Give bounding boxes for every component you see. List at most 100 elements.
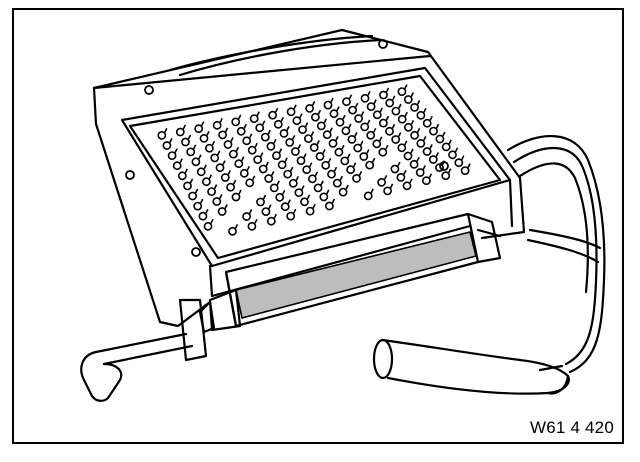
test-socket-lug <box>447 168 452 174</box>
test-socket <box>322 130 332 140</box>
test-socket-lug <box>310 131 315 136</box>
test-socket-lug <box>292 208 297 214</box>
test-socket-lug <box>187 134 192 140</box>
test-socket-lug <box>194 188 199 194</box>
test-socket-lug <box>241 156 245 162</box>
test-socket <box>327 169 336 179</box>
test-socket <box>296 156 306 165</box>
test-socket <box>242 136 252 146</box>
multi-pin-connector <box>198 212 502 334</box>
test-socket <box>307 174 317 184</box>
test-socket-lug <box>352 162 357 168</box>
test-socket <box>348 105 357 115</box>
test-socket <box>354 114 363 123</box>
test-socket <box>177 171 187 181</box>
test-socket-lug <box>335 136 339 141</box>
test-socket <box>460 166 470 175</box>
test-socket <box>199 133 209 143</box>
test-socket-lug <box>339 175 344 181</box>
test-socket-lug <box>373 99 377 104</box>
test-socket <box>391 135 401 144</box>
test-socket-lug <box>270 171 275 176</box>
test-socket <box>359 152 369 161</box>
test-socket <box>269 183 279 193</box>
test-socket <box>253 155 263 164</box>
test-socket <box>288 178 298 188</box>
test-socket-lug <box>416 156 420 162</box>
test-socket <box>234 159 244 169</box>
test-socket <box>422 118 432 128</box>
test-socket-lug <box>174 148 178 153</box>
test-socket-lug <box>429 144 433 149</box>
test-socket-lug <box>403 170 407 175</box>
test-socket-lug <box>410 119 415 125</box>
test-socket <box>385 126 394 136</box>
test-socket-lug <box>322 149 326 154</box>
test-socket <box>210 153 220 163</box>
test-socket-lug <box>385 87 390 93</box>
test-socket-lug <box>379 136 383 142</box>
test-socket <box>217 207 227 216</box>
test-socket <box>286 107 296 117</box>
test-socket <box>305 206 315 216</box>
test-socket <box>188 191 197 201</box>
test-socket <box>321 160 331 170</box>
test-socket-lug <box>342 114 346 120</box>
test-socket <box>435 163 444 172</box>
test-socket-lug <box>284 157 288 163</box>
test-socket-lug <box>409 178 413 184</box>
test-socket-lug <box>289 166 294 172</box>
test-socket-lug <box>320 180 324 186</box>
test-socket <box>223 140 233 149</box>
test-socket-lug <box>216 150 221 156</box>
test-socket <box>305 104 314 113</box>
test-socket-lug <box>234 223 239 229</box>
test-socket <box>245 178 255 188</box>
test-socket <box>372 139 382 149</box>
test-socket <box>366 102 376 111</box>
test-socket-lug <box>467 163 471 168</box>
test-socket <box>397 143 407 153</box>
test-socket <box>416 138 426 148</box>
test-socket <box>286 211 296 221</box>
test-socket <box>249 114 259 123</box>
test-socket <box>390 164 400 174</box>
test-socket <box>273 119 283 129</box>
test-socket-lug <box>224 127 229 133</box>
test-socket-lug <box>273 138 277 144</box>
test-socket <box>313 183 323 193</box>
test-socket <box>403 95 413 104</box>
test-socket-lug <box>312 203 316 209</box>
test-socket <box>204 143 214 153</box>
test-socket <box>377 177 386 187</box>
test-socket-lug <box>448 139 452 145</box>
test-socket <box>391 106 401 116</box>
test-socket <box>353 143 363 153</box>
test-socket <box>409 159 419 169</box>
test-socket <box>203 221 213 231</box>
locking-lever <box>80 298 208 402</box>
test-socket-lug <box>366 119 371 125</box>
test-socket-lug <box>345 184 349 190</box>
test-socket-lug <box>429 115 433 121</box>
test-socket-lug <box>287 199 291 205</box>
test-socket <box>302 165 312 175</box>
test-socket <box>300 197 309 207</box>
test-socket-lug <box>416 127 421 133</box>
test-socket-lug <box>205 208 209 214</box>
test-socket-lug <box>301 185 305 190</box>
test-socket-lug <box>385 144 389 150</box>
test-socket <box>383 186 392 196</box>
test-socket <box>247 145 257 155</box>
test-socket <box>264 174 274 183</box>
test-socket <box>183 181 192 191</box>
test-socket <box>186 147 196 157</box>
test-socket <box>340 156 350 166</box>
cable <box>506 134 606 374</box>
test-socket-lug <box>200 121 205 127</box>
test-socket <box>196 167 206 177</box>
test-socket <box>324 201 334 211</box>
test-socket <box>215 163 225 173</box>
test-socket-lug <box>299 113 303 119</box>
test-socket-lug <box>416 100 421 105</box>
